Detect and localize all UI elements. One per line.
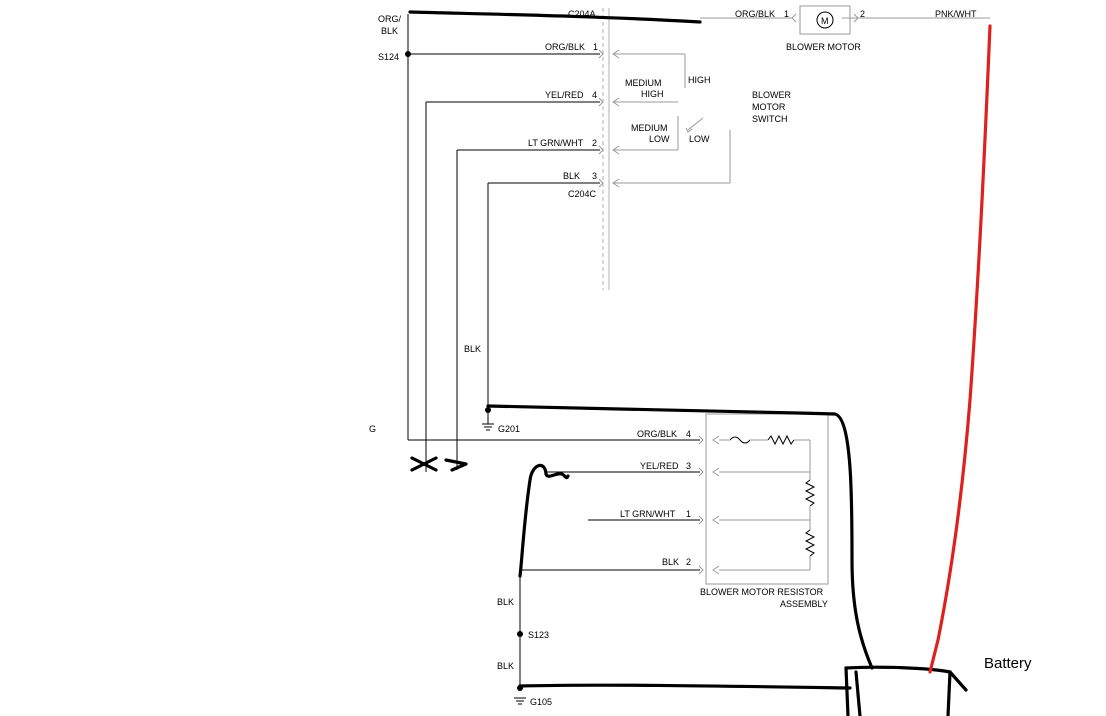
label-switch-high: HIGH xyxy=(688,75,711,85)
splice-s123-dot xyxy=(517,631,523,637)
label-switch-low: LOW xyxy=(689,134,710,144)
label-blk-vertical: BLK xyxy=(464,344,481,354)
label-org-blk-top2: BLK xyxy=(381,26,398,36)
label-c204a: C204A xyxy=(568,9,596,19)
label-res-pin4: 4 xyxy=(686,429,691,439)
label-battery: Battery xyxy=(984,655,1032,672)
labels: ORG/ BLK S124 C204A ORG/BLK 1 YEL/RED 4 … xyxy=(369,9,1032,707)
ground-g201-dot xyxy=(485,407,491,413)
label-res-title-2: ASSEMBLY xyxy=(780,599,828,609)
label-switch-title-3: SWITCH xyxy=(752,114,788,124)
resistor-assembly-symbol xyxy=(698,413,829,585)
label-res-pin3: 3 xyxy=(686,461,691,471)
splice-s124-dot xyxy=(405,51,411,57)
label-switch-medium-high-1: MEDIUM xyxy=(625,78,662,88)
label-s123: S123 xyxy=(528,630,549,640)
label-org-blk-1: ORG/BLK xyxy=(545,42,585,52)
label-switch-title-1: BLOWER xyxy=(752,90,792,100)
label-res-title-1: BLOWER MOTOR RESISTOR xyxy=(700,587,824,597)
label-lower-blk-upper: BLK xyxy=(497,597,514,607)
label-res-pin1: 1 xyxy=(686,509,691,519)
label-lower-blk-lower: BLK xyxy=(497,661,514,671)
label-switch-title-2: MOTOR xyxy=(752,102,786,112)
label-blower-motor: BLOWER MOTOR xyxy=(786,42,861,52)
label-motor-pin2-wire: PNK/WHT xyxy=(935,9,977,19)
label-stray-g: G xyxy=(369,424,376,434)
label-pin-2: 2 xyxy=(592,138,597,148)
label-blk-3: BLK xyxy=(563,171,580,181)
label-switch-medium-low-2: LOW xyxy=(649,134,670,144)
label-g201: G201 xyxy=(498,424,520,434)
label-pin-3: 3 xyxy=(592,171,597,181)
label-motor-pin2: 2 xyxy=(860,9,865,19)
label-switch-medium-high-2: HIGH xyxy=(641,89,664,99)
connector-c204 xyxy=(598,8,620,290)
label-lt-grn-wht-2: LT GRN/WHT xyxy=(528,138,584,148)
label-res-pin2: 2 xyxy=(686,557,691,567)
schematic-lines xyxy=(407,14,990,705)
label-res-pin2-wire: BLK xyxy=(662,557,679,567)
label-res-pin3-wire: YEL/RED xyxy=(640,461,679,471)
label-switch-medium-low-1: MEDIUM xyxy=(631,123,668,133)
label-res-pin4-wire: ORG/BLK xyxy=(637,429,677,439)
label-pin-1: 1 xyxy=(593,42,598,52)
label-c204c: C204C xyxy=(568,189,597,199)
red-battery-wire xyxy=(928,24,992,674)
label-yel-red-4: YEL/RED xyxy=(545,90,584,100)
marker-annotations xyxy=(408,10,968,716)
blower-switch-lines xyxy=(613,53,731,184)
label-s124: S124 xyxy=(378,52,399,62)
label-g105: G105 xyxy=(530,697,552,707)
label-motor-symbol: M xyxy=(821,16,829,26)
label-res-pin1-wire: LT GRN/WHT xyxy=(620,509,676,519)
label-pin-4: 4 xyxy=(592,90,597,100)
blower-motor-symbol xyxy=(791,5,859,35)
label-motor-pin1-wire: ORG/BLK xyxy=(735,9,775,19)
label-motor-pin1: 1 xyxy=(784,9,789,19)
label-org-blk-top: ORG/ xyxy=(378,14,402,24)
